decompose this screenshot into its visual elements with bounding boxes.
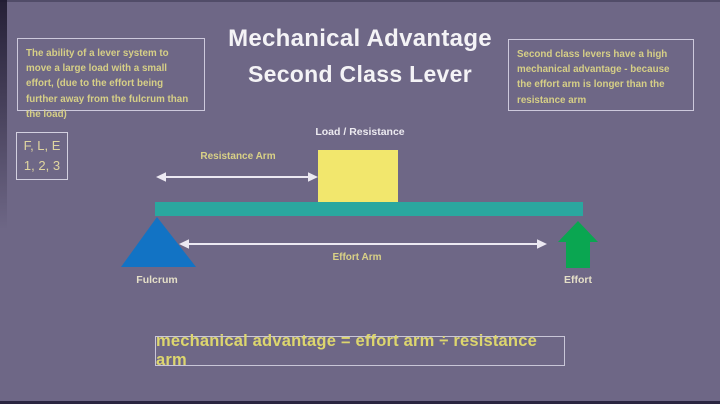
- effort-arm-label: Effort Arm: [332, 252, 382, 263]
- fulcrum-triangle: [121, 217, 196, 267]
- advantage-note-text: Second class levers have a high mechanic…: [517, 49, 670, 106]
- definition-note-text: The ability of a lever system to move a …: [26, 48, 189, 120]
- title-line-2: Second Class Lever: [247, 61, 472, 88]
- resistance-arm-arrow: [156, 172, 318, 182]
- lever-beam: [155, 202, 583, 216]
- advantage-note-box: Second class levers have a high mechanic…: [508, 39, 694, 111]
- effort-arm-arrow: [179, 239, 547, 249]
- fulcrum-label: Fulcrum: [136, 274, 178, 286]
- fle-line-1: F, L, E: [23, 137, 61, 153]
- fle-line-2: 1, 2, 3: [23, 158, 61, 173]
- left-edge-shadow: [0, 0, 7, 230]
- resistance-arm-label: Resistance Arm: [200, 151, 276, 162]
- load-resistance-label: Load / Resistance: [315, 126, 405, 138]
- top-edge-line: [0, 0, 720, 2]
- fle-legend-box: F, L, E 1, 2, 3: [16, 132, 68, 180]
- effort-label: Effort: [564, 274, 592, 286]
- load-box: [318, 150, 398, 203]
- page-title: Mechanical Advantage Second Class Lever: [0, 20, 720, 93]
- title-line-1: Mechanical Advantage: [228, 25, 492, 52]
- formula-box: mechanical advantage = effort arm ÷ resi…: [155, 332, 565, 369]
- definition-note-box: The ability of a lever system to move a …: [17, 38, 205, 120]
- formula-text: mechanical advantage = effort arm ÷ resi…: [156, 332, 537, 369]
- bottom-edge-line: [0, 401, 720, 404]
- effort-up-arrow: [558, 221, 598, 268]
